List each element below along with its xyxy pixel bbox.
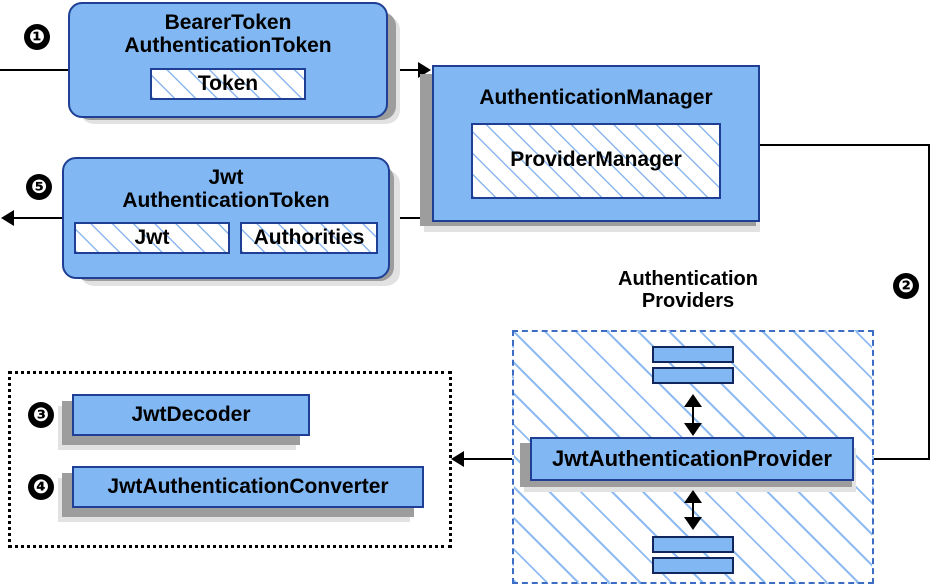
arrow-provider-to-support [451,451,464,467]
jwt-token-line1: Jwt [208,166,244,189]
step-badge-5: ❺ [26,174,52,200]
provider-stub-bar-bottom-1 [652,536,734,553]
step-badge-2: ❷ [893,273,919,299]
jwt-decoder-label: JwtDecoder [131,402,251,426]
connector-request-in [0,69,74,71]
token-label: Token [197,72,259,95]
jwt-converter-label: JwtAuthenticationConverter [107,474,389,498]
bearer-token-line1: BearerToken [164,11,292,34]
provider-stub-bar-bottom-2 [652,557,734,574]
step-badge-4: ❹ [28,474,54,500]
step-badge-3: ❸ [28,402,54,428]
bearer-token-line2: AuthenticationToken [124,33,332,57]
step-badge-5-glyph: ❺ [30,175,48,198]
token-box[interactable]: Token [150,68,306,101]
provider-manager-label: ProviderManager [510,148,682,172]
connector-top-double [692,400,694,428]
authentication-providers-caption: Authentication Providers [566,268,810,313]
jwt-support-region [8,371,452,548]
jwt-converter-box[interactable]: JwtAuthenticationConverter [72,466,424,508]
arrow-down-bottom [684,517,702,530]
connector-bearer-to-manager [386,69,420,71]
arrow-down-top [684,423,702,436]
step-badge-3-glyph: ❸ [32,403,50,426]
authentication-providers-caption-line2: Providers [641,290,735,313]
provider-stub-bar-top-2 [652,367,734,384]
connector-provider-to-support [460,458,522,460]
connector-manager-down [928,144,930,459]
jwt-token-box[interactable]: Jwt AuthenticationToken Jwt Authorities [62,157,390,279]
provider-stub-bar-top-1 [652,346,734,363]
jwt-token-line2: AuthenticationToken [122,188,330,212]
authorities-label: Authorities [253,226,365,249]
bearer-token-box[interactable]: BearerToken AuthenticationToken Token [68,2,388,118]
authorities-box[interactable]: Authorities [240,222,378,255]
authentication-manager-title: AuthenticationManager [479,86,713,109]
step-badge-1: ❶ [24,24,50,50]
provider-manager-box[interactable]: ProviderManager [471,122,721,199]
connector-to-provider [862,458,930,460]
jwt-provider-box[interactable]: JwtAuthenticationProvider [530,437,854,481]
jwt-decoder-box[interactable]: JwtDecoder [72,394,310,436]
step-badge-4-glyph: ❹ [32,475,50,498]
connector-manager-to-jwt-token [384,217,434,219]
jwt-inner-box[interactable]: Jwt [74,222,230,255]
connector-response-out [14,217,76,219]
jwt-inner-label: Jwt [134,226,170,249]
connector-manager-right [758,144,930,146]
connector-bottom-double [692,496,694,522]
authentication-manager-box[interactable]: AuthenticationManager ProviderManager [432,65,760,222]
authentication-providers-caption-line1: Authentication [618,268,758,290]
arrow-response-out [1,210,14,226]
step-badge-2-glyph: ❷ [897,274,915,297]
step-badge-1-glyph: ❶ [28,25,46,48]
jwt-provider-label: JwtAuthenticationProvider [552,446,832,472]
